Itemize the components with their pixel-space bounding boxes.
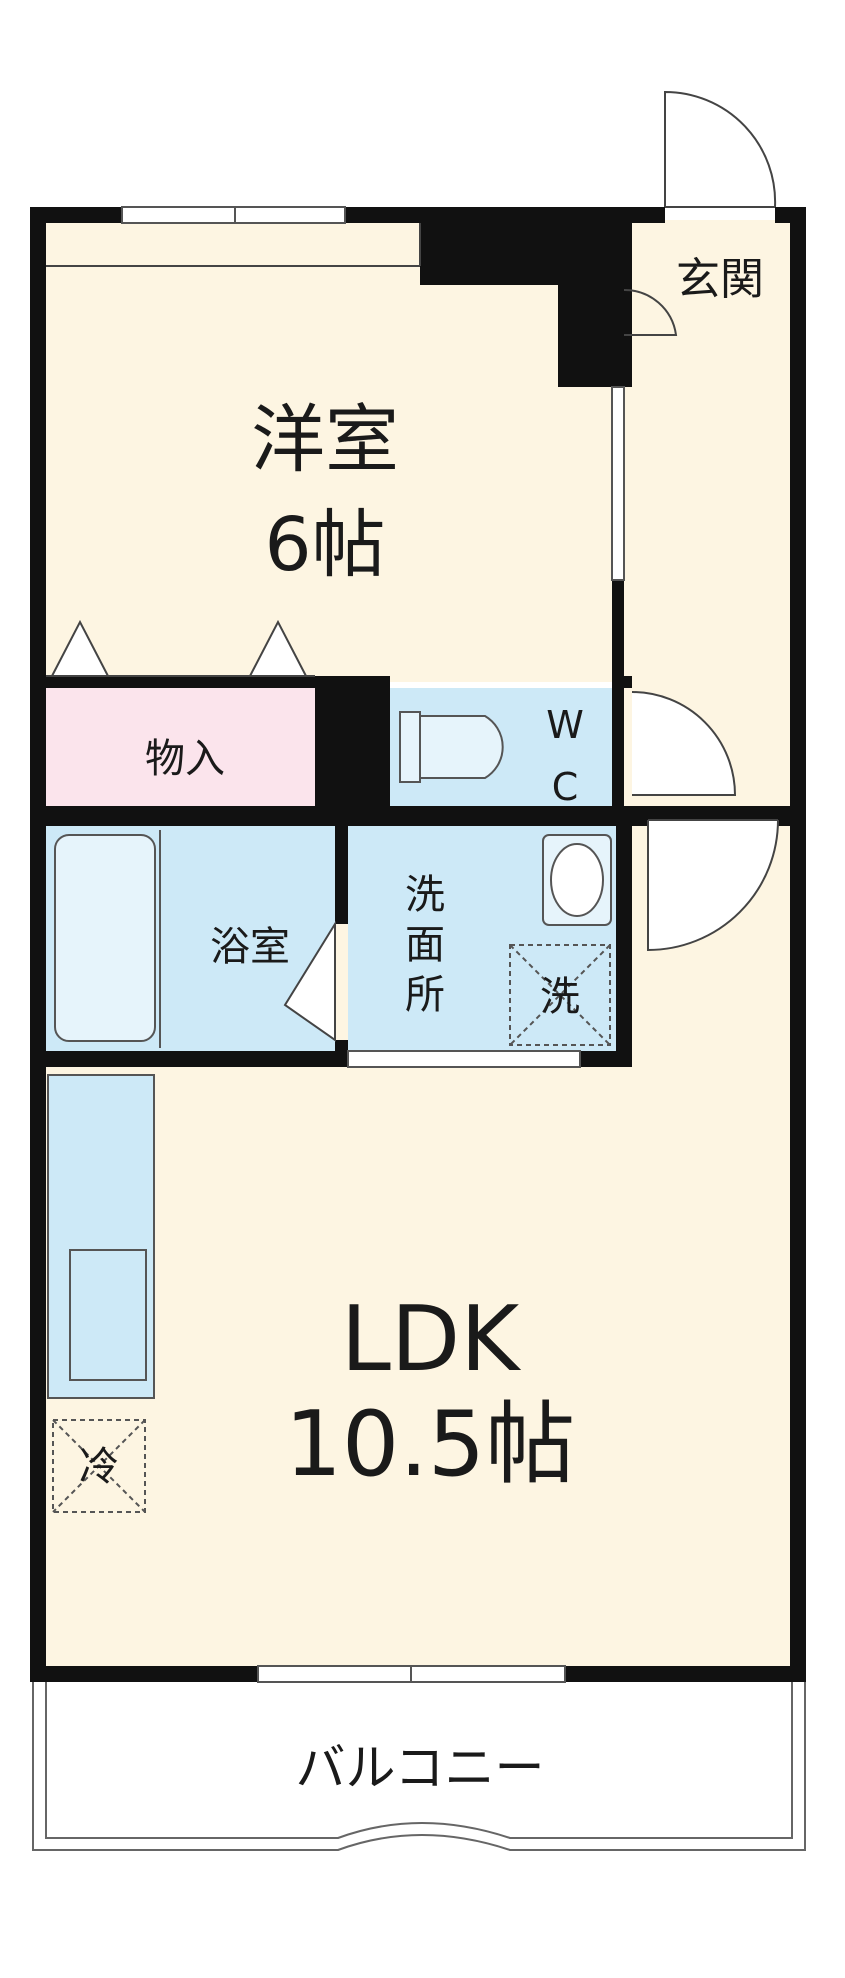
doors bbox=[46, 90, 779, 1042]
washroom-label-2: 面 bbox=[405, 922, 445, 968]
top-window bbox=[121, 206, 346, 224]
front-door bbox=[664, 90, 777, 208]
ldk-lower-floor bbox=[38, 1060, 798, 1680]
walls bbox=[30, 207, 806, 1682]
ldk-name: LDK bbox=[341, 1287, 521, 1392]
toilet-label-c: C bbox=[552, 765, 579, 809]
washroom-label-3: 所 bbox=[405, 972, 445, 1018]
refrigerator-space bbox=[52, 1419, 146, 1513]
windows bbox=[121, 206, 625, 1683]
balcony-label: バルコニー bbox=[296, 1739, 545, 1797]
floors bbox=[38, 220, 798, 1680]
storage-floor bbox=[45, 688, 330, 806]
hall-window bbox=[611, 386, 625, 581]
toilet-door bbox=[631, 691, 737, 796]
balcony bbox=[32, 1682, 806, 1851]
ldk-size: 10.5帖 bbox=[285, 1392, 575, 1497]
washroom-window bbox=[347, 1050, 581, 1068]
western-room-name: 洋室 bbox=[251, 397, 399, 483]
western-room-size: 6帖 bbox=[264, 502, 385, 588]
labels: 洋室 6帖 玄関 物入 W C 浴室 洗 面 所 洗 冷 LDK 10.5帖 バ… bbox=[79, 254, 764, 1797]
bathtub bbox=[54, 834, 156, 1042]
fixtures bbox=[47, 711, 612, 1513]
toilet-label-w: W bbox=[546, 703, 584, 747]
entrance-label: 玄関 bbox=[676, 254, 764, 305]
western-room-floor bbox=[38, 220, 623, 682]
washing-machine-label: 洗 bbox=[540, 974, 580, 1020]
washing-machine-space bbox=[509, 944, 611, 1046]
toilet-tank bbox=[399, 711, 421, 783]
balcony-rail bbox=[32, 1682, 806, 1851]
washroom-label-1: 洗 bbox=[405, 872, 445, 918]
refrigerator-label: 冷 bbox=[79, 1444, 119, 1490]
bathroom-label: 浴室 bbox=[210, 924, 290, 970]
ldk-door bbox=[647, 819, 779, 952]
storage-label: 物入 bbox=[145, 736, 225, 782]
toilet-bowl bbox=[419, 715, 504, 779]
kitchen-sink bbox=[69, 1249, 147, 1381]
